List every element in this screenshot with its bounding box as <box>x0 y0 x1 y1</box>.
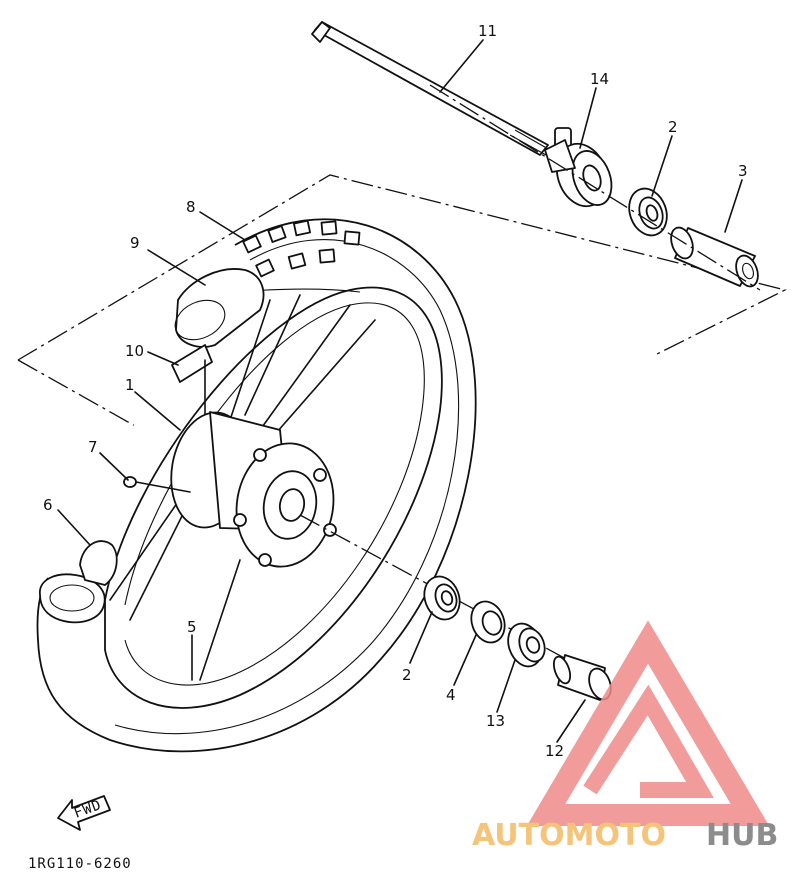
callout-7: 7 <box>88 438 98 456</box>
watermark-hub: HUB <box>706 818 778 853</box>
rim-lock <box>79 540 118 586</box>
callout-labels: 11 14 2 3 8 9 10 1 7 6 5 2 4 13 12 <box>43 22 748 760</box>
callout-12: 12 <box>545 742 564 760</box>
hub <box>170 411 337 568</box>
watermark-triangle <box>526 620 770 826</box>
callout-10: 10 <box>125 342 144 360</box>
forward-arrow: FWD <box>57 795 111 831</box>
callout-8: 8 <box>186 198 196 216</box>
diagram-code: 1RG110-6260 <box>28 856 132 872</box>
inner-tube <box>174 268 265 348</box>
watermark-text: AUTOMOTO HUB <box>472 818 778 853</box>
callout-13: 13 <box>486 712 505 730</box>
collar-flange <box>507 622 546 668</box>
tire-tread <box>242 219 361 278</box>
rim-band <box>171 344 213 383</box>
collar <box>552 654 612 701</box>
callout-3: 3 <box>738 162 748 180</box>
spacer-tube <box>670 226 759 288</box>
axis-line-lower <box>299 514 606 681</box>
leader-lines <box>57 39 743 743</box>
callout-4: 4 <box>446 686 456 704</box>
watermark-automoto: AUTOMOTO <box>472 818 666 853</box>
callout-14: 14 <box>590 70 609 88</box>
axis-line-upper <box>429 84 761 291</box>
assembly-boundary <box>17 174 787 441</box>
callout-9: 9 <box>130 234 140 252</box>
callout-1: 1 <box>125 376 135 394</box>
bearing-lower <box>423 575 461 621</box>
callout-5: 5 <box>187 618 197 636</box>
callout-6: 6 <box>43 496 53 514</box>
callout-11: 11 <box>478 22 497 40</box>
callout-2-upper: 2 <box>668 118 678 136</box>
watermark-logo <box>526 620 770 826</box>
callout-2-lower: 2 <box>402 666 412 684</box>
oil-seal <box>470 600 506 644</box>
bearing-upper <box>628 187 668 237</box>
front-axle <box>311 21 551 156</box>
